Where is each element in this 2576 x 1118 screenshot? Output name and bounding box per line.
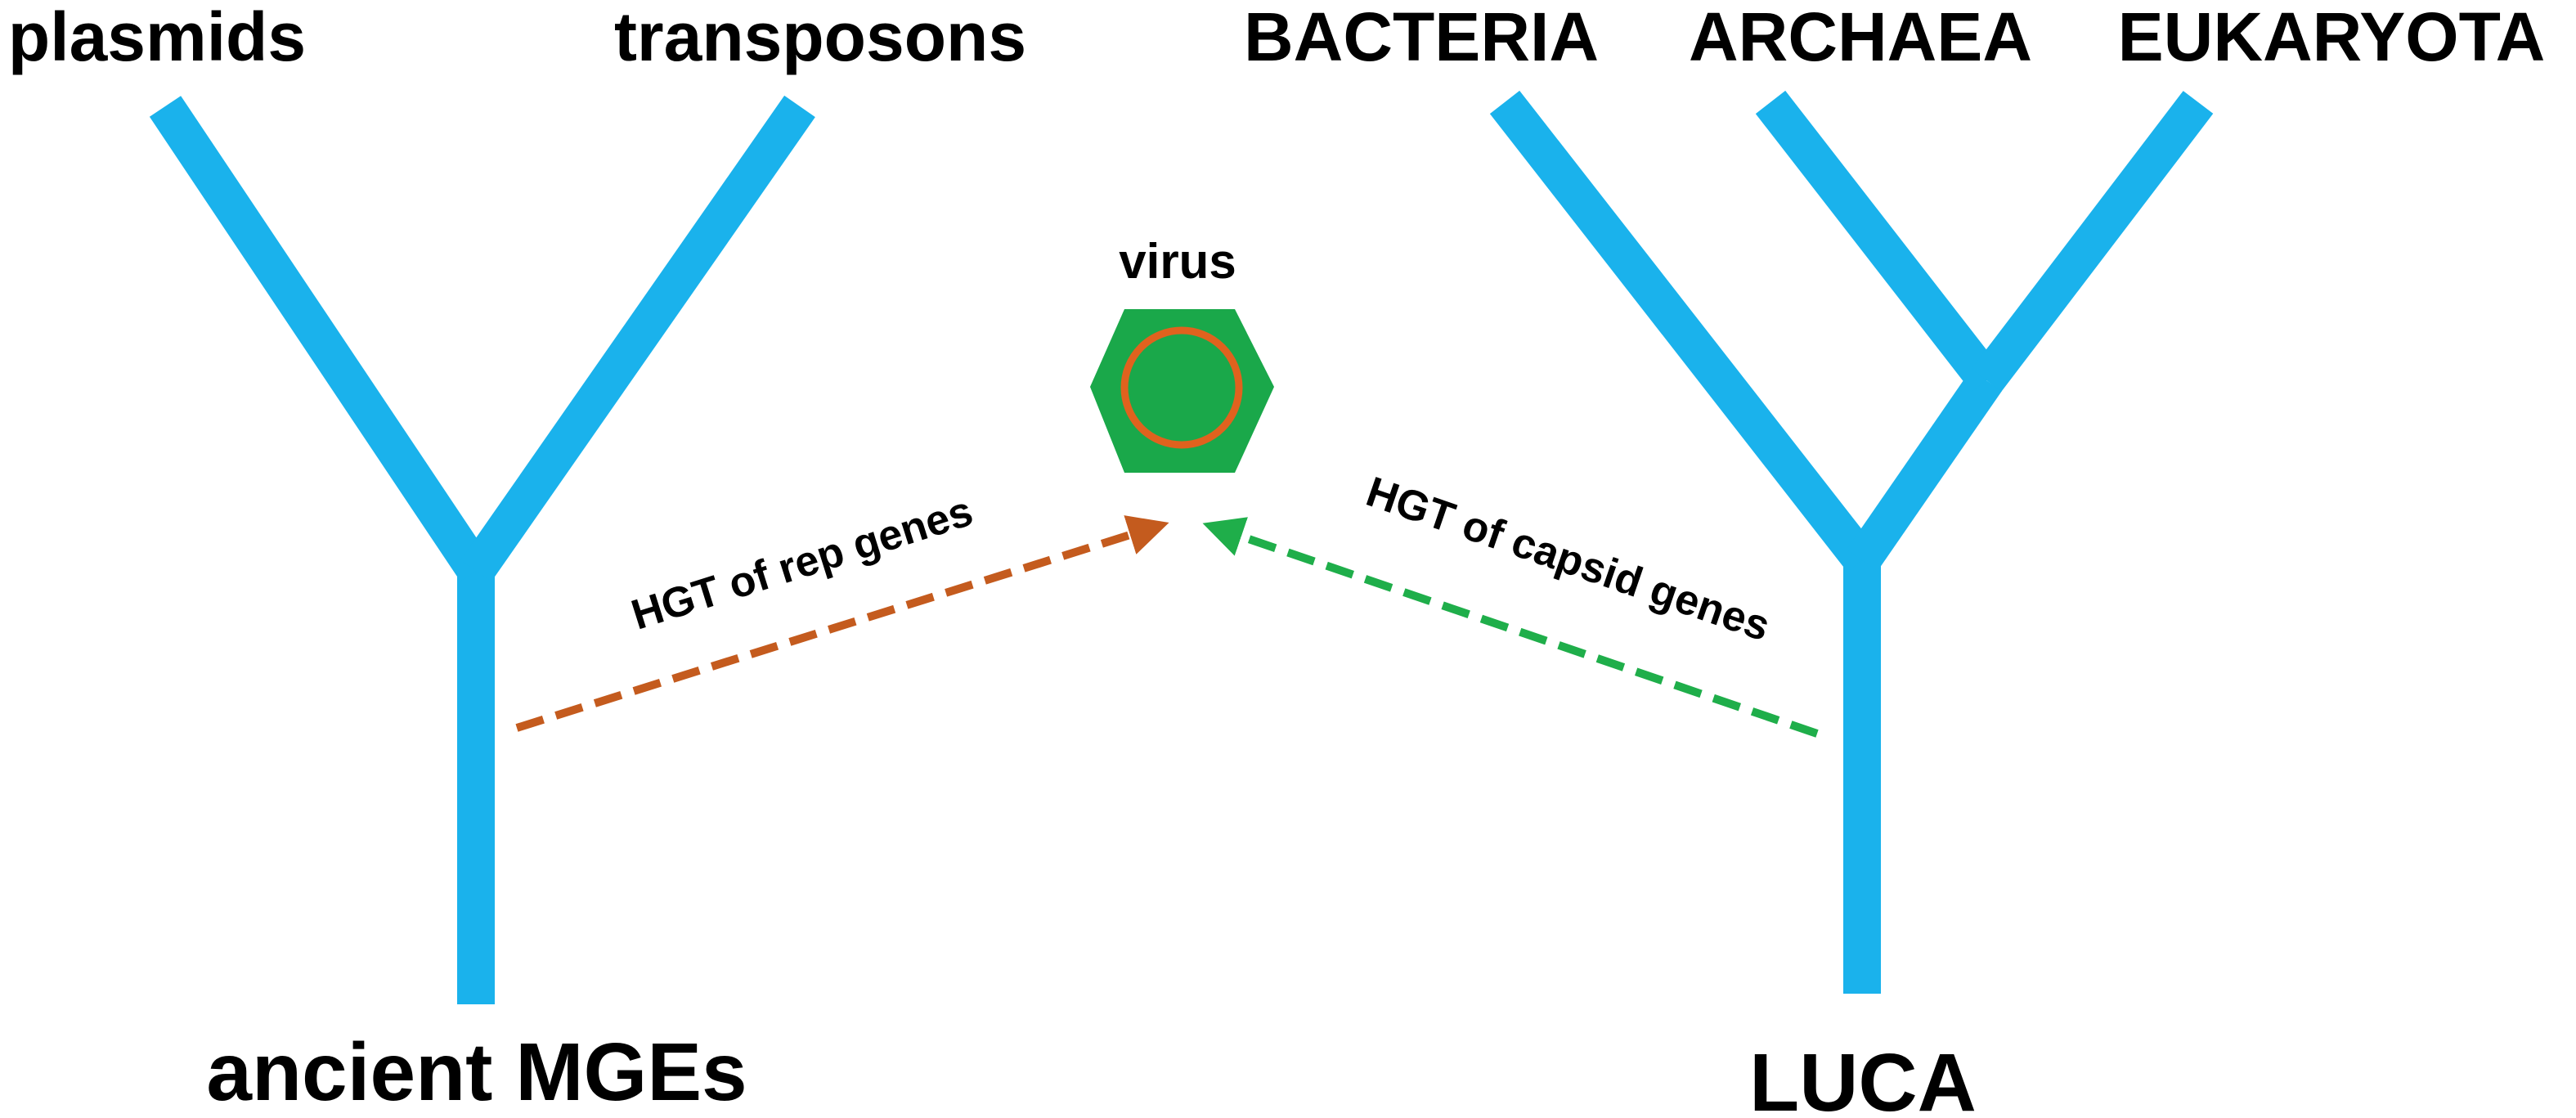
hgt-capsid-label: HGT of capsid genes [1361, 468, 1776, 650]
mge-transposons-branch [460, 95, 815, 582]
transposons-label: transposons [614, 0, 1026, 75]
luca-tree [1489, 90, 2214, 994]
ancient-mges-label: ancient MGEs [206, 1026, 747, 1118]
virus-label: virus [1119, 234, 1236, 289]
hgt-capsid-arrow [1202, 517, 1819, 738]
virus [1090, 309, 1274, 473]
mge-tree [149, 95, 815, 1004]
luca-bacteria-branch [1489, 90, 1878, 572]
hgt-rep-label: HGT of rep genes [626, 487, 978, 640]
eukaryota-label: EUKARYOTA [2118, 0, 2546, 75]
mge-plasmids-branch [149, 96, 492, 581]
plasmids-label: plasmids [8, 0, 306, 75]
luca-archaea-branch [1755, 90, 2002, 393]
virus-genome-ring-icon [1120, 326, 1243, 449]
bacteria-label: BACTERIA [1244, 0, 1599, 75]
luca-archaea-eukaryota-stem [1847, 369, 2002, 572]
luca-label: LUCA [1749, 1037, 1977, 1118]
hgt-rep-arrow [515, 515, 1169, 732]
luca-eukaryota-branch [1971, 91, 2214, 392]
archaea-label: ARCHAEA [1689, 0, 2032, 75]
